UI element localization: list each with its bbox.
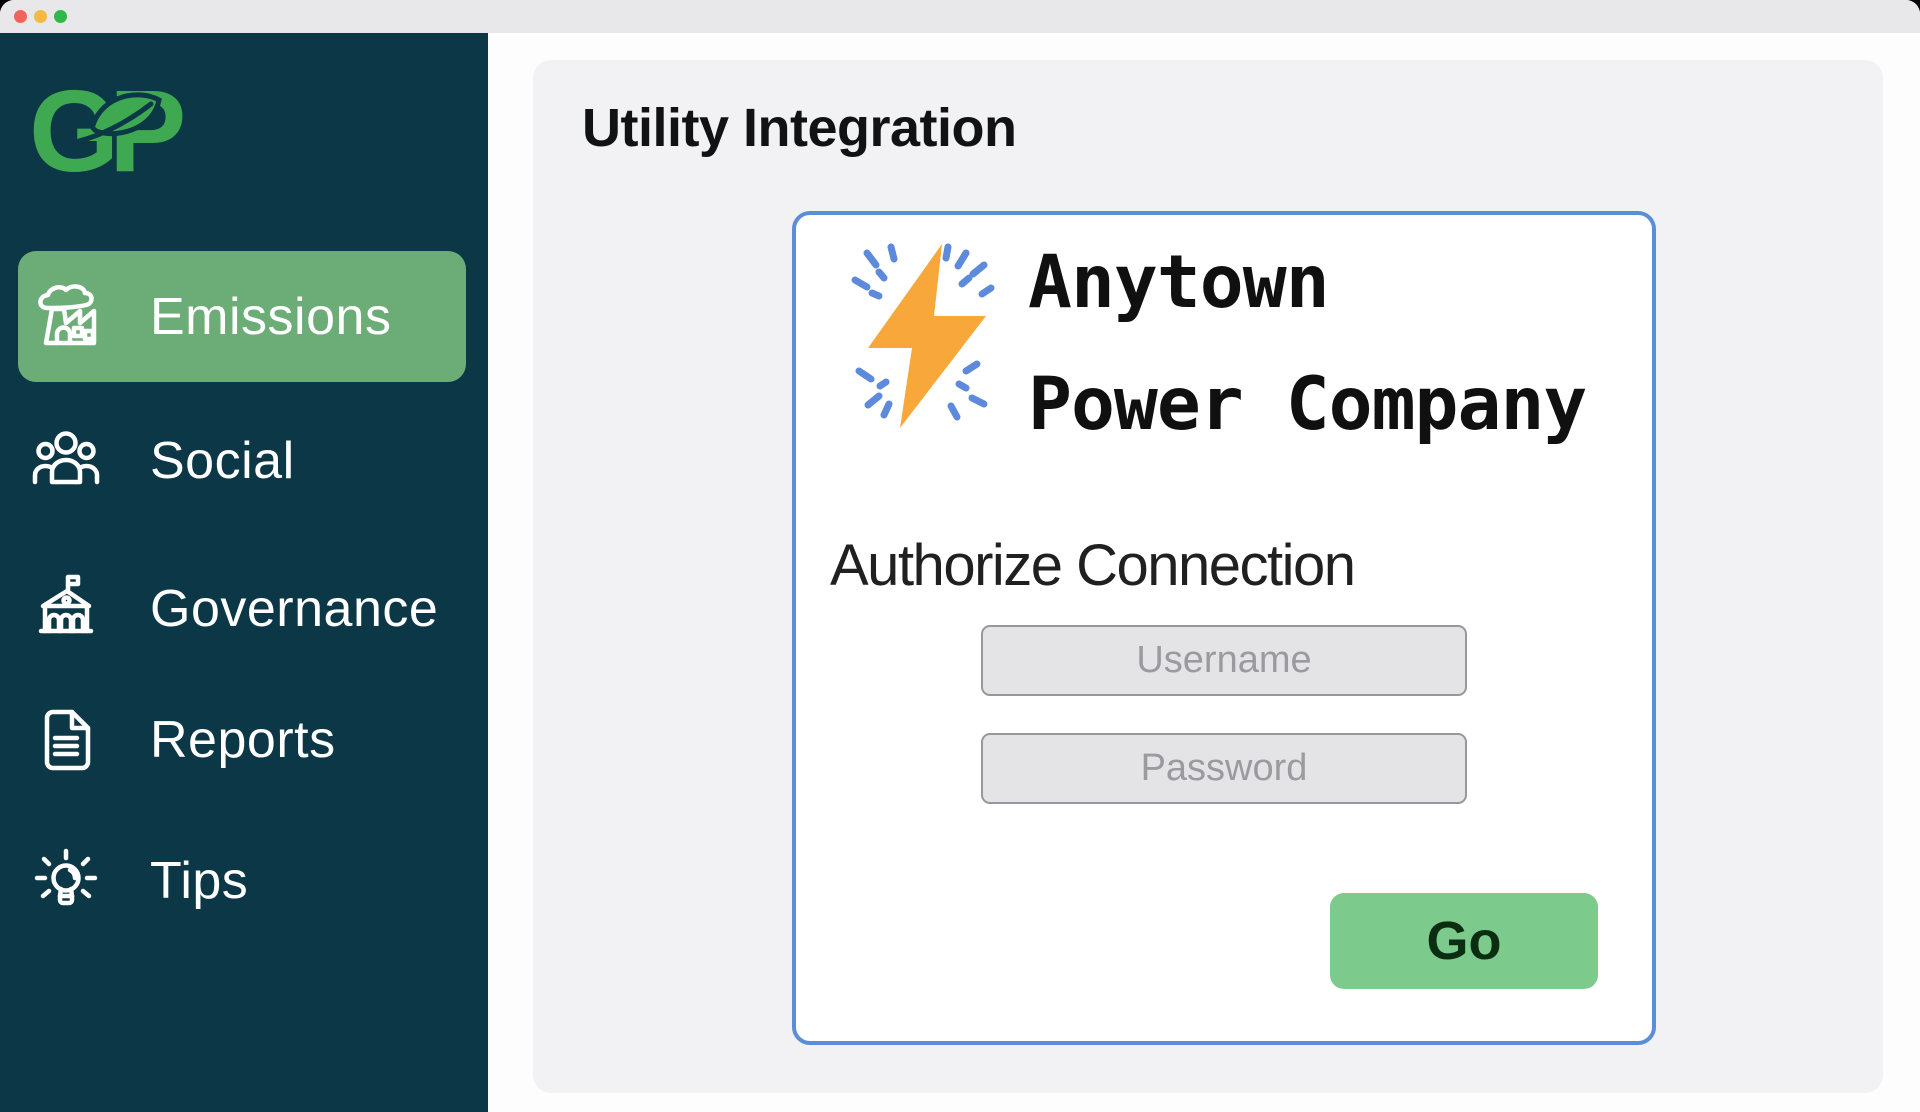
- zoom-window-button[interactable]: [54, 10, 67, 23]
- username-input[interactable]: [981, 625, 1467, 696]
- sidebar-item-label: Governance: [150, 579, 439, 638]
- sidebar-item-label: Emissions: [150, 287, 392, 346]
- sidebar-item-label: Reports: [150, 710, 336, 769]
- password-input[interactable]: [981, 733, 1467, 804]
- sidebar: G P Emissions: [0, 33, 488, 1112]
- sidebar-item-governance[interactable]: Governance: [18, 543, 466, 674]
- sidebar-item-social[interactable]: Social: [18, 395, 466, 526]
- sidebar-item-tips[interactable]: Tips: [18, 815, 466, 946]
- provider-name-line1: Anytown: [1028, 240, 1330, 325]
- card-subtitle: Authorize Connection: [830, 533, 1356, 598]
- greenplaces-logo[interactable]: G P: [33, 75, 193, 185]
- utility-authorization-card: Anytown Power Company Authorize Connecti…: [792, 211, 1656, 1045]
- sidebar-item-label: Social: [150, 431, 295, 490]
- window-titlebar: [0, 0, 1920, 33]
- provider-name-line2: Power Company: [1028, 362, 1587, 447]
- minimize-window-button[interactable]: [34, 10, 47, 23]
- close-window-button[interactable]: [14, 10, 27, 23]
- people-group-icon: [32, 430, 100, 484]
- go-button[interactable]: Go: [1330, 893, 1598, 989]
- sidebar-item-reports[interactable]: Reports: [18, 674, 466, 805]
- sidebar-item-emissions[interactable]: Emissions: [18, 251, 466, 382]
- government-building-icon: [38, 574, 94, 633]
- lightbulb-icon: [34, 848, 98, 905]
- gp-leaf-logo-icon: G P: [33, 75, 186, 185]
- factory-icon: [38, 283, 97, 345]
- main-panel: Utility Integration: [533, 60, 1883, 1093]
- page-title: Utility Integration: [582, 98, 1017, 158]
- sidebar-item-label: Tips: [150, 851, 249, 910]
- document-icon: [44, 709, 91, 770]
- lightning-bolt-icon: [851, 243, 995, 428]
